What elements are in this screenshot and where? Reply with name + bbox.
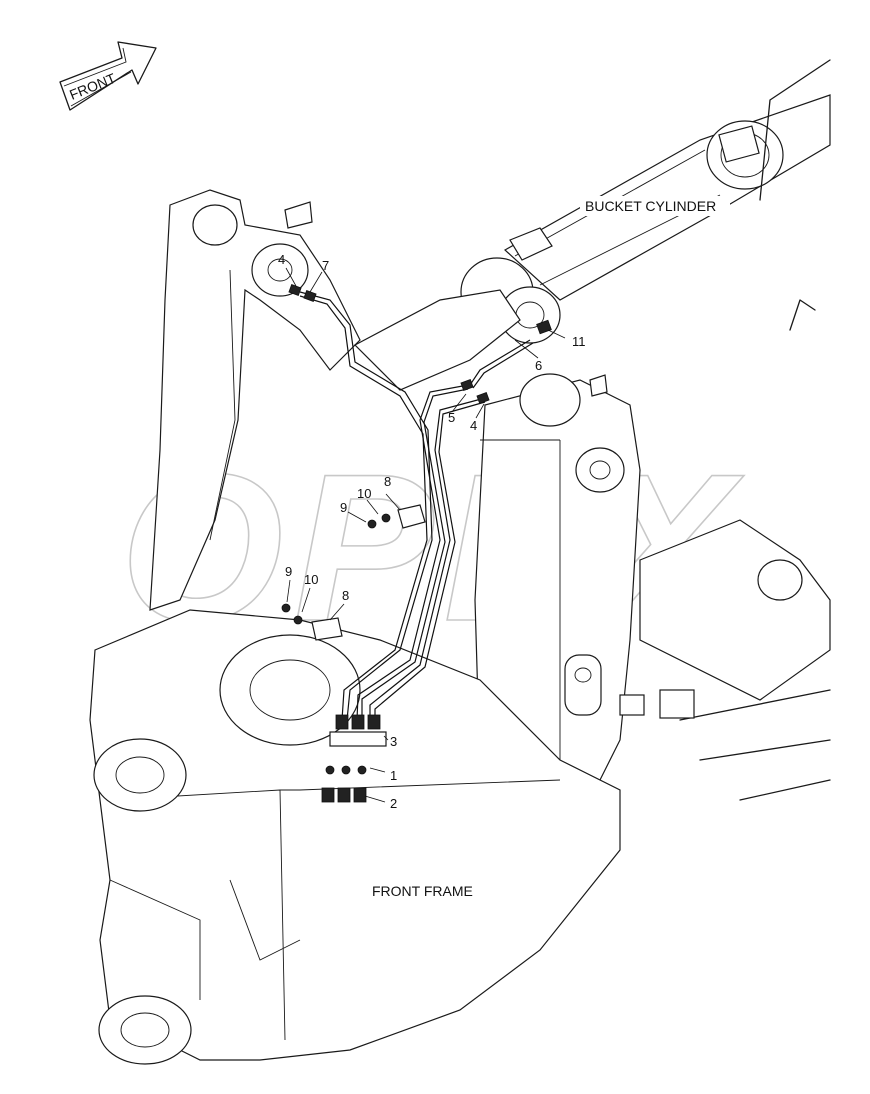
callout-numbers: 4 7 11 6 5 4 8 10 9 8 10 9 3 1 2	[278, 252, 586, 811]
callout-1: 1	[390, 768, 397, 783]
callout-5: 5	[448, 410, 455, 425]
front-direction-arrow: FRONT	[59, 41, 157, 111]
bucket-cylinder-label-bg	[580, 196, 730, 216]
boom-cross-tube	[354, 289, 521, 391]
front-frame	[89, 609, 621, 1065]
front-frame-label: FRONT FRAME	[372, 883, 473, 899]
callout-4-lower: 4	[470, 418, 477, 433]
callout-7: 7	[322, 258, 329, 273]
callout-10-lower: 10	[304, 572, 318, 587]
callout-4-upper: 4	[278, 252, 285, 267]
bucket-cylinder-label: BUCKET CYLINDER	[585, 198, 716, 214]
callout-9-lower: 9	[285, 564, 292, 579]
callout-11: 11	[572, 334, 586, 349]
callout-8-upper: 8	[384, 474, 391, 489]
right-boom-arm	[474, 373, 641, 791]
hydraulic-lines	[299, 291, 534, 721]
callout-leaders	[285, 267, 566, 803]
rear-frame	[619, 59, 831, 801]
callout-3: 3	[390, 734, 397, 749]
clamp-bracket-upper	[367, 504, 426, 529]
callout-10-upper: 10	[357, 486, 371, 501]
callout-9-upper: 9	[340, 500, 347, 515]
bucket-cylinder	[460, 94, 831, 344]
callout-8-lower: 8	[342, 588, 349, 603]
clamp-bracket-lower	[281, 603, 343, 641]
callout-2: 2	[390, 796, 397, 811]
callout-6: 6	[535, 358, 542, 373]
pipe-fittings	[288, 284, 552, 803]
